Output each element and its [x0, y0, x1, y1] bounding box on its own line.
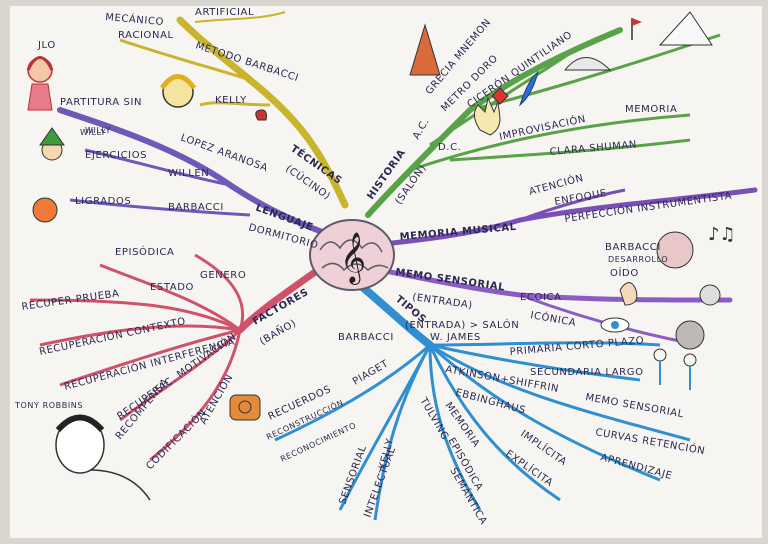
memoria-musical-item-5: OÍDO [610, 266, 639, 279]
tipos-item-2: PRIMARIA CORTO PLAZO [509, 335, 644, 358]
factores-item-8: CODIFICACIÓN [143, 406, 209, 472]
tecnicas-item-2: RACIONAL [118, 30, 174, 41]
flag-icon [631, 18, 642, 40]
lenguaje-item-5: LIGRADOS [75, 196, 131, 207]
tipos-item-15: PIAGET [351, 358, 391, 387]
treble-clef-icon: 𝄞 [340, 232, 366, 285]
branch-label-memo-sensorial: MEMO SENSORIAL [395, 267, 506, 293]
leaf-icon [491, 87, 509, 105]
branch-sub-memo-sensorial: (ENTRADA) [412, 292, 474, 311]
historia-item-6: MEMORIA [625, 104, 677, 115]
tecnicas-item-4: KELLY [215, 95, 247, 106]
svg-text:♪♫: ♪♫ [708, 224, 736, 245]
historia-item-4: D.C. [438, 142, 461, 153]
memo-sensorial-item-0: ECOICA [520, 292, 562, 303]
branch-label-memoria-musical: MEMORIA MUSICAL [399, 222, 517, 243]
lenguaje-item-4: WILLEN [168, 168, 209, 179]
elf-drawing [39, 127, 65, 161]
tipos-item-0: BARBACCI [338, 332, 394, 343]
music-notes-icon: ♪♫ [708, 224, 736, 245]
factores-item-10: TONY ROBBINS [14, 401, 83, 410]
historia-item-0: A.C. [411, 117, 432, 142]
phone-drawing [229, 394, 261, 421]
koala-drawing [656, 231, 705, 350]
historia-item-5: IMPROVISACIÓN [498, 112, 587, 143]
blonde-face-drawing [159, 74, 197, 108]
tipos-item-12: TULVING [417, 395, 451, 442]
annotation-willy: WILLY [85, 126, 111, 135]
memoria-musical-item-4: DESARROLLO [608, 255, 668, 264]
ear-icon [619, 282, 638, 306]
factores-item-6: RECUPERAC. MOTIVACIÓN [114, 330, 238, 423]
factores-item-2: ESTADO [150, 282, 194, 293]
heart-icon [255, 109, 267, 121]
factores-item-0: EPISÓDICA [115, 245, 174, 258]
lenguaje-item-6: BARBACCI [168, 202, 224, 213]
mountain-drawing [563, 11, 713, 71]
metronome-drawing [409, 23, 441, 76]
annotation-jlo: JLO [37, 40, 56, 51]
eye-icon [600, 317, 630, 333]
memoria-musical-item-1: ENFOQUE [554, 188, 608, 208]
hand-drawing [474, 96, 501, 136]
tipos-item-3: SECUNDARIA LARGO [530, 367, 644, 378]
tipos-item-1: W. JAMES [430, 332, 481, 343]
tecnicas-item-0: MECÁNICO [105, 10, 165, 28]
lenguaje-item-1: WILLY [80, 128, 106, 137]
factores-item-9: ATENCIÓN [196, 371, 235, 426]
kids-drawing [653, 348, 697, 390]
memoria-musical-item-3: BARBACCI [605, 242, 661, 253]
alarm-clock-icon [699, 284, 721, 306]
pumpkin-face-drawing [32, 197, 58, 223]
tecnicas-item-1: ARTIFICIAL [195, 7, 254, 18]
branch-sub-tipos: (ENTRADA) > SALÓN [405, 318, 519, 331]
lenguaje-item-0: PARTITURA SIN [60, 97, 142, 108]
brain-icon [309, 219, 395, 291]
historia-item-7: CLARA SHUMAN [549, 139, 637, 158]
tipos-item-8: APRENDIZAJE [599, 452, 673, 482]
lenguaje-item-3: EJERCICIOS [85, 150, 147, 161]
tipos-item-20: SENSORIAL [337, 444, 369, 506]
feather-drawing [518, 70, 539, 107]
woman-drawing [26, 56, 54, 111]
factores-item-3: RECUPER PRUEBA [21, 288, 120, 313]
tony-robbins-drawing [55, 414, 151, 501]
factores-item-1: GENERO [200, 270, 246, 281]
